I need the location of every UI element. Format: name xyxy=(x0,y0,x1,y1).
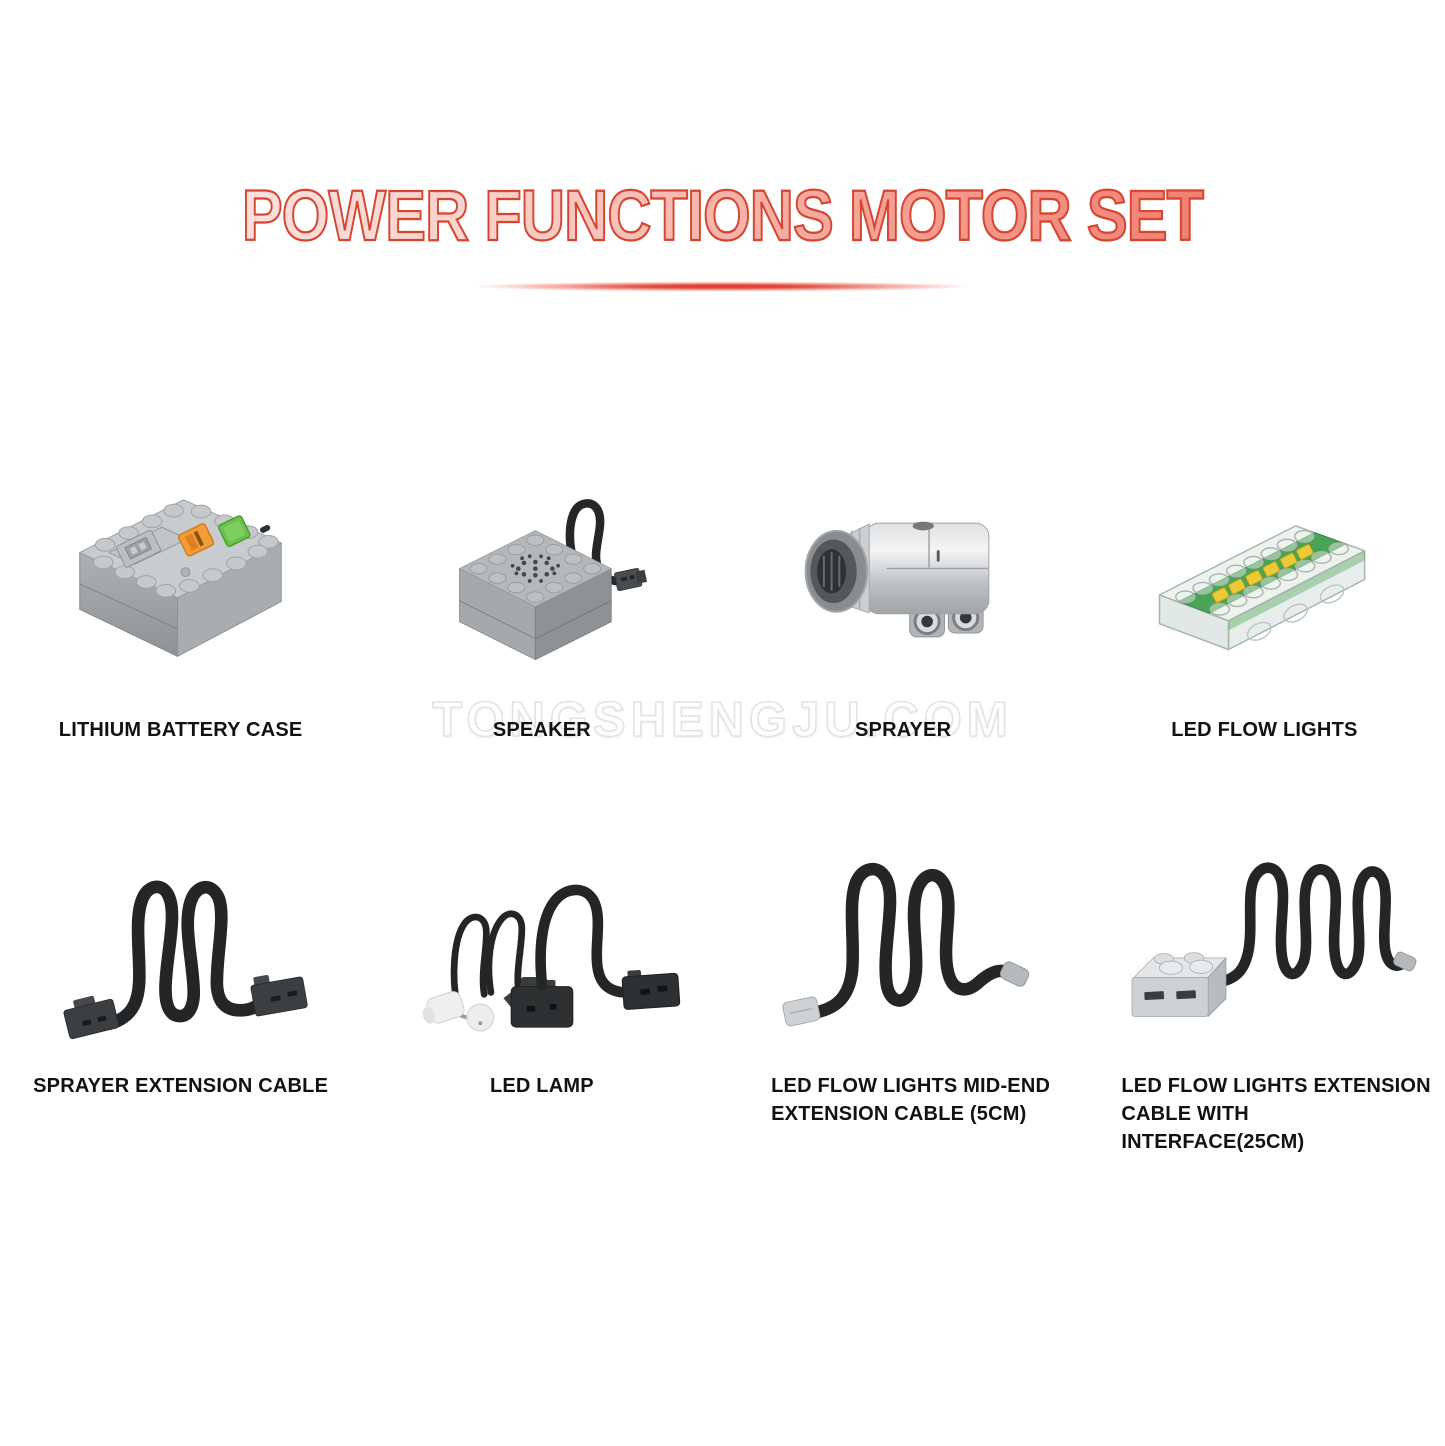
product-card-battery: LITHIUM BATTERY CASE xyxy=(0,452,361,744)
lithium-battery-case-image xyxy=(0,452,361,708)
sprayer-icon xyxy=(804,521,990,638)
product-card-sprayer: SPRAYER xyxy=(723,452,1084,744)
product-card-interface-cable: LED FLOW LIGHTS EXTENSION CABLE WITH INT… xyxy=(1084,836,1445,1156)
product-card-sprayer-extension-cable: SPRAYER EXTENSION CABLE xyxy=(0,836,361,1156)
title-underline xyxy=(450,281,995,292)
led-flow-lights-image xyxy=(1084,452,1445,708)
product-label-sprayer-extension-cable: SPRAYER EXTENSION CABLE xyxy=(33,1075,329,1097)
product-label-led-flow-lights: LED FLOW LIGHTS xyxy=(1171,719,1358,741)
product-card-led-flow-lights: LED FLOW LIGHTS xyxy=(1084,452,1445,744)
product-label-sprayer: SPRAYER xyxy=(854,719,952,741)
led-lamp-icon xyxy=(422,884,681,1032)
product-row-1: LITHIUM BATTERY CASE xyxy=(0,452,1445,744)
interface-cable-image xyxy=(1084,836,1445,1064)
header: POWER FUNCTIONS MOTOR SET xyxy=(0,0,1445,292)
speaker-image xyxy=(361,452,722,708)
product-label-speaker: SPEAKER xyxy=(492,719,591,741)
mid-end-cable-icon xyxy=(782,862,1030,1026)
sprayer-image xyxy=(723,452,1084,708)
product-row-2: SPRAYER EXTENSION CABLE xyxy=(0,836,1445,1156)
mid-end-cable-image xyxy=(723,836,1084,1064)
sprayer-extension-cable-image xyxy=(0,836,361,1064)
lithium-battery-case-icon xyxy=(79,499,282,657)
page-title: POWER FUNCTIONS MOTOR SET xyxy=(101,176,1344,257)
product-card-led-lamp: LED LAMP xyxy=(361,836,722,1156)
speaker-icon xyxy=(458,499,647,661)
led-lamp-image xyxy=(361,836,722,1064)
interface-cable-icon xyxy=(1131,862,1417,1017)
product-card-mid-end-cable: LED FLOW LIGHTS MID-END EXTENSION CABLE … xyxy=(723,836,1084,1156)
sprayer-extension-cable-icon xyxy=(63,880,308,1040)
watermark: TONGSHENGJU.COM xyxy=(431,692,1013,748)
product-card-speaker: SPEAKER xyxy=(361,452,722,744)
product-label-battery: LITHIUM BATTERY CASE xyxy=(58,719,303,741)
led-flow-lights-icon xyxy=(1159,524,1366,650)
product-label-interface-cable: LED FLOW LIGHTS EXTENSION CABLE WITH INT… xyxy=(1121,1075,1431,1153)
product-label-mid-end-cable: LED FLOW LIGHTS MID-END EXTENSION CABLE … xyxy=(771,1075,1051,1125)
product-label-led-lamp: LED LAMP xyxy=(489,1075,594,1097)
